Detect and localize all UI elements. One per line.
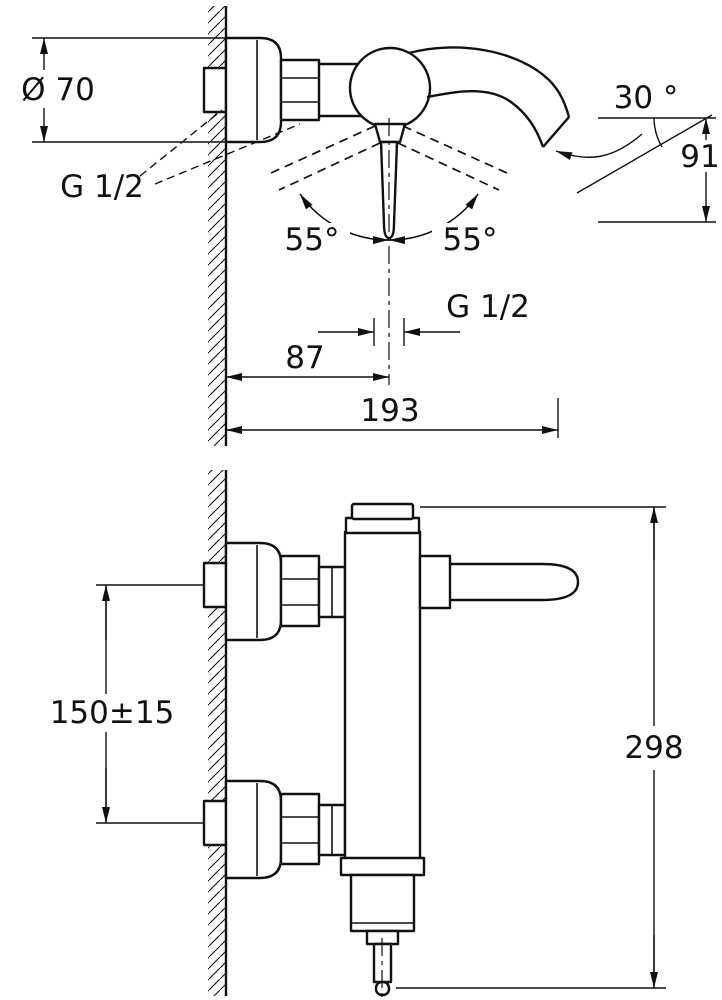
dim-87: 87 <box>226 340 389 381</box>
mixer-body-side <box>319 46 432 130</box>
lever-handle-front <box>418 554 580 610</box>
label-text-thread-outlet: G 1/2 <box>446 289 530 325</box>
dim-diameter-70: Ø 70 <box>16 37 236 143</box>
dim-angle-30: 30 ° <box>555 80 716 194</box>
label-thread-wall: G 1/2 <box>60 109 301 205</box>
spout-side <box>408 46 571 148</box>
dim-text-swing-right: 55° <box>443 222 498 258</box>
dim-text-angle-30: 30 ° <box>614 80 679 116</box>
side-view: 55° 55° Ø 70 G 1/2 30 ° <box>16 6 722 446</box>
supply-stub-lower <box>202 799 228 847</box>
label-thread-outlet: G 1/2 <box>318 289 530 346</box>
outlet-assembly <box>339 856 426 1000</box>
dim-text-diameter: Ø 70 <box>21 72 95 108</box>
mixer-body-front <box>343 502 422 862</box>
dim-text-150: 150±15 <box>50 695 175 731</box>
dim-298: 298 <box>396 506 692 989</box>
lever-handle-side <box>373 122 407 240</box>
union-nut-lower <box>279 792 321 866</box>
connector-upper <box>317 565 347 619</box>
dim-text-swing-left: 55° <box>285 222 340 258</box>
label-text-thread-wall: G 1/2 <box>60 169 144 205</box>
dim-150: 150±15 <box>50 584 204 824</box>
front-view: 150±15 298 <box>50 470 692 1000</box>
dim-text-298: 298 <box>624 730 683 766</box>
connector-lower <box>317 803 347 857</box>
handle-swing-dashed <box>270 125 508 191</box>
escutcheon-upper <box>224 541 283 642</box>
dim-193: 193 <box>226 393 559 438</box>
union-nut-side <box>279 58 321 122</box>
supply-stub-upper <box>202 561 228 609</box>
escutcheon-side <box>224 36 283 144</box>
wall-section-front <box>208 470 228 996</box>
dim-text-height-91: 91 <box>680 139 719 175</box>
supply-stub-side <box>202 66 228 114</box>
dim-text-87: 87 <box>285 340 324 376</box>
dim-height-91: 91 <box>598 118 722 223</box>
union-nut-upper <box>279 554 321 628</box>
escutcheon-lower <box>224 779 283 880</box>
dim-text-193: 193 <box>360 393 419 429</box>
